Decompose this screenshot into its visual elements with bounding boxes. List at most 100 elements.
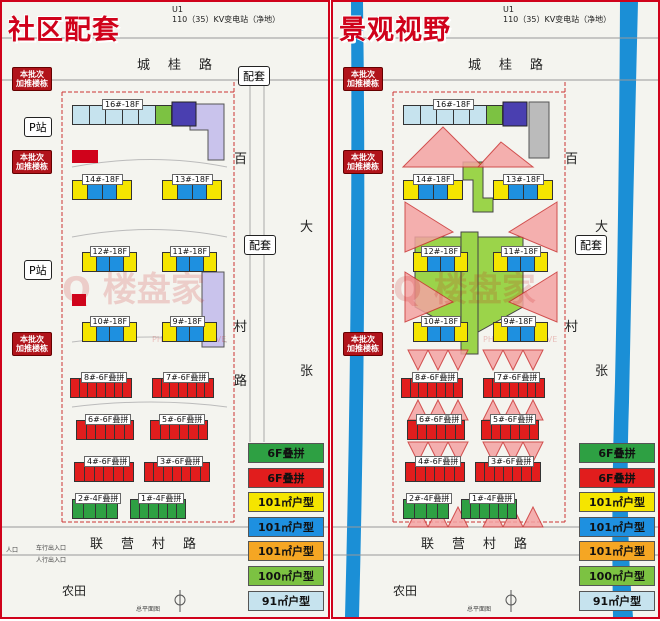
unit-cell	[518, 379, 528, 397]
road-right-4: 张	[300, 364, 314, 379]
entrance-2: 车行出入口	[36, 545, 67, 552]
building-label: 13#-18F	[503, 174, 544, 185]
unit-cell	[538, 181, 552, 199]
legend-item-2: 6F叠拼	[248, 467, 324, 488]
unit-cell	[436, 421, 446, 439]
building-label: 9#-18F	[500, 316, 536, 327]
unit-cell	[408, 421, 418, 439]
road-right-3: 村	[565, 320, 579, 335]
unit-cell	[73, 181, 88, 199]
unit-cell	[114, 379, 124, 397]
added-batch-tag-1: 本批次 加推楼栋	[343, 67, 383, 91]
unit-cell	[153, 379, 162, 397]
unit-cell	[200, 463, 209, 481]
road-right-3: 村	[234, 320, 248, 335]
unit-cell	[161, 379, 171, 397]
unit-cell	[437, 106, 454, 124]
unit-cell	[427, 253, 441, 271]
unit-cell	[96, 421, 106, 439]
unit-cell	[453, 106, 470, 124]
building-label: 8#-6F叠拼	[81, 372, 128, 383]
substation-label: U1 110（35）KV变电站（净地）	[172, 5, 280, 25]
unit-cell	[498, 500, 508, 518]
unit-cell	[106, 106, 123, 124]
unit-cell	[177, 181, 193, 199]
building-1	[72, 105, 172, 125]
building-label: 7#-6F叠拼	[494, 372, 541, 383]
unit-cell	[77, 421, 87, 439]
facility-callout-mid: 配套	[575, 235, 607, 255]
unit-cell	[482, 421, 492, 439]
unit-cell	[503, 463, 514, 481]
unit-cell	[170, 379, 180, 397]
farmland-label: 农田	[62, 584, 87, 598]
unit-cell	[124, 463, 133, 481]
legend-item-7: 91㎡户型	[248, 590, 324, 611]
unit-cell	[205, 379, 214, 397]
unit-cell	[79, 379, 89, 397]
unit-cell	[179, 379, 188, 397]
building-label: 1#-4F叠拼	[138, 493, 185, 504]
unit-cell	[115, 421, 125, 439]
unit-cell	[94, 463, 105, 481]
building-label: 3#-6F叠拼	[488, 456, 535, 467]
unit-cell	[445, 463, 456, 481]
unit-cell	[484, 379, 493, 397]
unit-cell	[176, 253, 190, 271]
legend-item-2: 6F叠拼	[579, 467, 655, 488]
unit-cell	[163, 181, 178, 199]
building-4	[413, 252, 468, 272]
building-label: 16#-18F	[433, 99, 474, 110]
unit-cell	[437, 500, 448, 518]
unit-cell	[158, 500, 168, 518]
unit-cell	[534, 323, 547, 341]
building-12	[74, 462, 134, 482]
watermark: Q 楼盘家	[62, 270, 205, 310]
building-13	[475, 462, 541, 482]
unit-cell	[480, 500, 490, 518]
unit-cell	[139, 106, 156, 124]
building-label: 1#-4F叠拼	[469, 493, 516, 504]
unit-cell	[455, 421, 464, 439]
substation-name: 110（35）KV变电站（净地）	[172, 15, 281, 24]
building-label: 8#-6F叠拼	[412, 372, 459, 383]
substation-code: U1	[503, 5, 514, 14]
unit-cell	[145, 463, 155, 481]
legend-item-3: 101㎡户型	[579, 492, 655, 513]
road-right-2: 大	[595, 220, 609, 235]
unit-cell	[203, 253, 216, 271]
building-label: 5#-6F叠拼	[159, 414, 206, 425]
unit-cell	[527, 379, 537, 397]
unit-cell	[420, 106, 437, 124]
unit-cell	[436, 379, 446, 397]
unit-cell	[501, 421, 511, 439]
added-batch-tag-3: 本批次 加推楼栋	[343, 332, 383, 356]
unit-cell	[508, 181, 524, 199]
unit-cell	[523, 181, 539, 199]
legend-item-5: 101㎡户型	[579, 541, 655, 562]
panel-title: 社区配套	[8, 15, 120, 46]
unit-cell	[406, 463, 416, 481]
unit-cell	[104, 463, 115, 481]
legend-item-6: 100㎡户型	[248, 565, 324, 586]
unit-cell	[176, 500, 186, 518]
unit-cell	[454, 379, 463, 397]
substation-name: 110（35）KV变电站（净地）	[503, 15, 612, 24]
legend-item-3: 101㎡户型	[248, 492, 324, 513]
unit-cell	[427, 421, 437, 439]
building-3	[162, 180, 222, 200]
unit-cell	[520, 421, 530, 439]
building-label: 13#-18F	[172, 174, 213, 185]
unit-cell	[203, 323, 216, 341]
facility-callout-top: 配套	[238, 66, 270, 86]
unit-cell	[114, 463, 125, 481]
legend-item-4: 101㎡户型	[248, 516, 324, 537]
unit-cell	[131, 500, 141, 518]
unit-cell	[501, 379, 511, 397]
unit-cell	[189, 421, 199, 439]
p-station-callout-2: P站	[24, 260, 52, 280]
unit-cell	[179, 421, 189, 439]
unit-cell	[529, 421, 538, 439]
building-label: 16#-18F	[102, 99, 143, 110]
